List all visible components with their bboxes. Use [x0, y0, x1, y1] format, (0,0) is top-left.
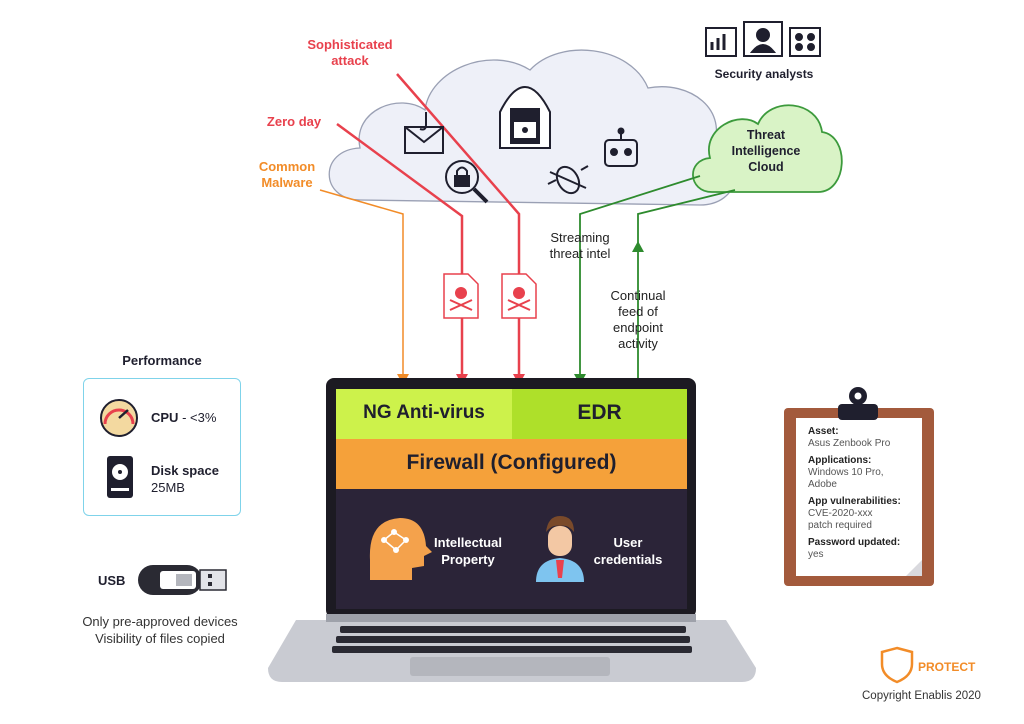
malicious-file-icon [443, 273, 479, 319]
bug-icon [547, 165, 589, 195]
copyright-text: Copyright Enablis 2020 [862, 690, 981, 702]
asset-details: Asset: Asus Zenbook Pro Applications: Wi… [808, 426, 918, 566]
ng-antivirus-label: NG Anti-virus [363, 402, 485, 423]
vulnerabilities-value: CVE-2020-xxx patch required [808, 508, 873, 531]
asset-key: Asset: [808, 426, 839, 437]
cpu-value: - <3% [178, 410, 217, 425]
lock-search-icon [445, 160, 489, 204]
zero-day-line [336, 122, 464, 376]
usb-policy: Only pre-approved devices Visibility of … [50, 613, 270, 647]
security-analysts-label: Security analysts [714, 67, 814, 81]
brain-head-icon [369, 518, 432, 580]
asset-value: Asus Zenbook Pro [808, 438, 891, 449]
streaming-line [579, 175, 701, 376]
disk-space-label: Disk space [151, 463, 219, 478]
edr-label: EDR [577, 401, 622, 424]
continual-feed-line [637, 189, 736, 385]
hard-drive-icon [107, 456, 133, 498]
laptop-hinge [326, 614, 696, 622]
ng-antivirus-block [336, 389, 512, 439]
password-key: Password updated: [808, 537, 901, 548]
continual-feed-label: Continual feed of endpoint activity [610, 288, 666, 351]
zero-day-label: Zero day [266, 114, 322, 129]
common-malware-line [319, 189, 404, 376]
clipboard-icon [784, 387, 934, 586]
phishing-email-icon [404, 112, 444, 154]
protect-label: PROTECT [918, 660, 976, 674]
touchpad [410, 657, 610, 676]
firewall-label: Firewall (Configured) [406, 451, 617, 474]
robot-icon [604, 127, 638, 167]
password-value: yes [808, 549, 824, 560]
usb-label: USB [98, 573, 126, 588]
disk-space-value: 25MB [151, 480, 185, 495]
firewall-block [336, 439, 687, 489]
gauge-icon [100, 399, 138, 437]
malicious-file-icon [501, 273, 537, 319]
applications-value: Windows 10 Pro, Adobe [808, 467, 884, 490]
cpu-label: CPU [151, 410, 179, 425]
analysts-monitors-icon [705, 21, 821, 57]
usb-policy-line1: Only pre-approved devices [82, 614, 238, 629]
user-avatar-icon [536, 516, 584, 582]
common-malware-label: Common Malware [258, 159, 316, 190]
performance-box [83, 378, 241, 516]
usb-drive-icon [138, 565, 227, 595]
cpu-row: CPU - <3% [151, 410, 216, 425]
hacker-icon [499, 86, 551, 149]
keyboard [332, 626, 692, 653]
edr-block [512, 389, 687, 439]
threat-intelligence-cloud-shape [692, 104, 843, 193]
user-credentials-label: User credentials [593, 535, 663, 567]
streaming-threat-intel-label: Streaming threat intel [549, 230, 611, 261]
intellectual-property-label: Intellectual Property [434, 535, 502, 567]
vulnerabilities-key: App vulnerabilities: [808, 496, 901, 507]
sophisticated-line [396, 73, 521, 376]
protect-shield-icon [880, 646, 914, 684]
continual-feed-arrowhead [632, 241, 644, 252]
usb-policy-line2: Visibility of files copied [95, 631, 225, 646]
applications-key: Applications: [808, 455, 872, 466]
performance-title: Performance [122, 353, 202, 368]
threat-intelligence-cloud-label: Threat Intelligence Cloud [731, 128, 801, 174]
sophisticated-attack-label: Sophisticated attack [307, 37, 393, 68]
